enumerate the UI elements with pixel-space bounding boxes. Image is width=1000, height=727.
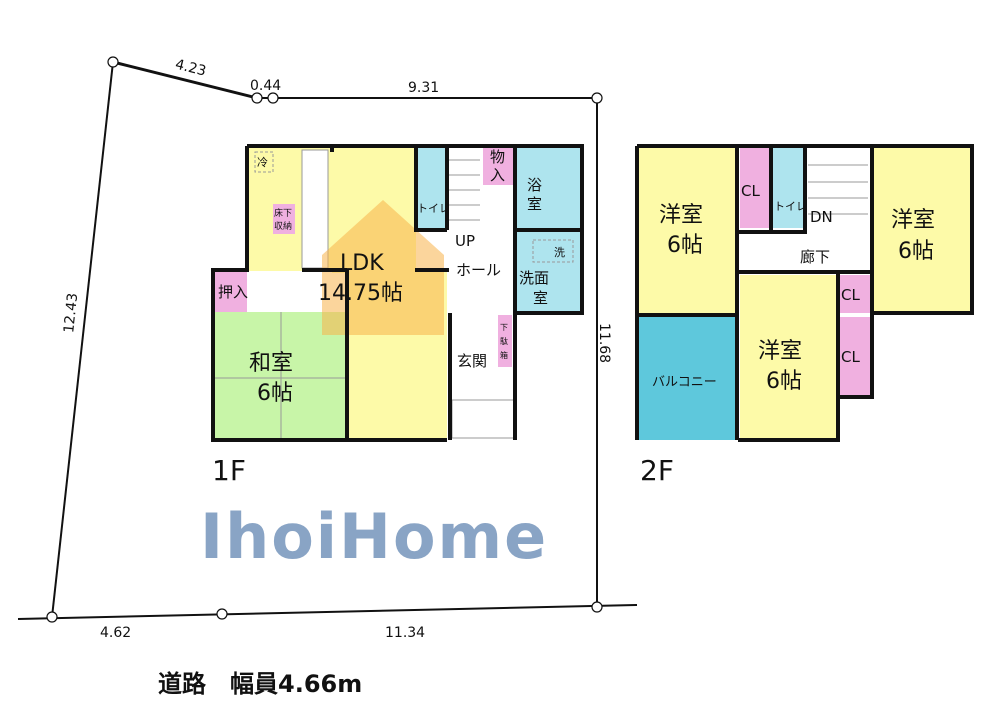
underfloor-label: 床下 xyxy=(274,207,292,219)
room-right xyxy=(873,147,970,313)
bath-label: 浴 xyxy=(527,176,542,194)
storage-label: 物 xyxy=(490,148,505,166)
oshiire xyxy=(215,271,247,312)
balcony-label: バルコニー xyxy=(652,375,717,390)
shoe-box xyxy=(498,315,512,367)
ldk-size: 14.75帖 xyxy=(318,281,403,306)
room-left-label: 洋室 xyxy=(659,203,703,228)
washroom-label-2: 室 xyxy=(533,289,548,307)
floor-2: 洋室 6帖 CL トイレ DN 廊下 洋室 6帖 CL バルコニー 洋室 6帖 … xyxy=(635,144,974,487)
toilet-1f xyxy=(416,145,447,228)
washroom xyxy=(517,232,580,313)
room-bottom xyxy=(740,275,838,440)
dim-top-right: 9.31 xyxy=(408,80,439,96)
closet-1 xyxy=(740,147,770,228)
kitchen-counter xyxy=(301,149,329,269)
stairs-up-label: UP xyxy=(455,232,475,250)
room-bottom-label: 洋室 xyxy=(758,339,802,364)
shoe-box-label-3: 箱 xyxy=(500,350,508,360)
bathroom xyxy=(517,145,580,228)
washitsu-label: 和室 xyxy=(249,351,293,376)
watermark-house-logo xyxy=(322,200,444,335)
dim-bottom-right: 11.34 xyxy=(385,625,425,641)
toilet-2f-label: トイレ xyxy=(774,200,807,213)
lot-boundary xyxy=(17,56,638,623)
floor-1-label: 1F xyxy=(212,454,246,487)
fridge-label: 冷 xyxy=(257,156,268,169)
dim-bottom-left: 4.62 xyxy=(100,625,131,641)
washroom-label: 洗面 xyxy=(519,269,549,287)
closet-2-label: CL xyxy=(841,286,860,304)
road-label: 道路 幅員4.66m xyxy=(158,670,363,698)
balcony xyxy=(639,315,737,440)
room-left-size: 6帖 xyxy=(667,233,703,258)
floor-2-label: 2F xyxy=(640,454,674,487)
corridor-label: 廊下 xyxy=(800,248,830,266)
dim-top-left: 4.23 xyxy=(174,57,208,80)
stairs-down-label: DN xyxy=(810,208,833,226)
toilet-1f-label: トイレ xyxy=(417,202,450,215)
closet-2 xyxy=(840,275,870,313)
ldk-label: LDK xyxy=(340,251,384,276)
storage-1f xyxy=(483,145,513,185)
room-right-label: 洋室 xyxy=(891,208,935,233)
watermark: IhoiHome xyxy=(200,500,549,573)
entrance-label: 玄関 xyxy=(457,352,487,370)
floor-1: 冷 床下 収納 LDK 14.75帖 押入 和室 6帖 トイレ UP ホール 物… xyxy=(211,144,584,487)
hall-label: ホール xyxy=(456,261,501,279)
closet-3 xyxy=(840,317,870,395)
washitsu-size: 6帖 xyxy=(257,381,293,406)
room-left xyxy=(639,147,737,313)
room-right-size: 6帖 xyxy=(898,239,934,264)
room-bottom-size: 6帖 xyxy=(766,369,802,394)
closet-3-label: CL xyxy=(841,348,860,366)
dim-right: 11.68 xyxy=(596,323,612,363)
dim-top-mid: 0.44 xyxy=(250,78,281,94)
dim-left: 12.43 xyxy=(61,292,81,334)
bath-label-2: 室 xyxy=(527,195,542,213)
shoe-box-label: 下 xyxy=(500,323,508,332)
closet-1-label: CL xyxy=(741,182,760,200)
storage-label-2: 入 xyxy=(490,166,505,184)
underfloor-label-2: 収納 xyxy=(274,220,292,232)
washer-label: 洗 xyxy=(554,246,565,259)
shoe-box-label-2: 駄 xyxy=(500,336,508,346)
toilet-2f xyxy=(773,147,803,228)
oshiire-label: 押入 xyxy=(218,283,248,301)
